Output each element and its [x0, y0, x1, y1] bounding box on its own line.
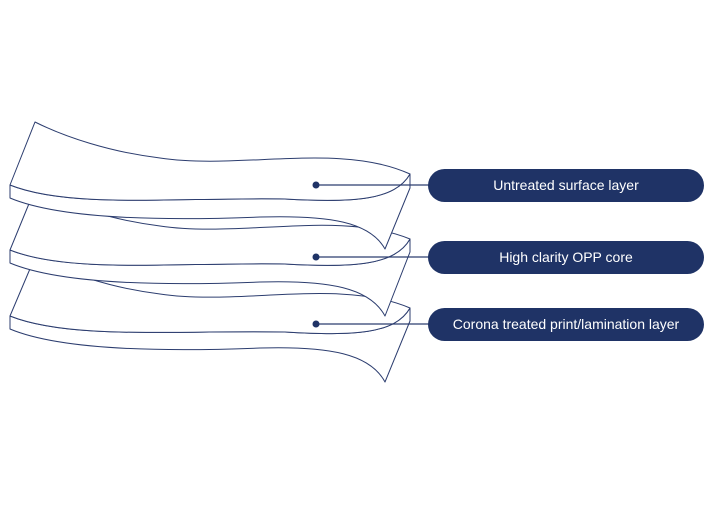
label-corona-treated-layer: Corona treated print/lamination layer: [428, 308, 704, 341]
layer-top: [9, 121, 411, 250]
label-untreated-surface-layer: Untreated surface layer: [428, 169, 704, 202]
layer-middle: [9, 188, 411, 317]
leader-dot-middle: [312, 253, 320, 261]
label-high-clarity-opp-core: High clarity OPP core: [428, 241, 704, 274]
leader-dot-top: [312, 181, 320, 189]
layer-bottom: [9, 256, 411, 383]
layer-top-face: [9, 121, 411, 201]
layer-middle-face: [9, 188, 411, 266]
leader-dot-bottom: [312, 320, 320, 328]
layer-bottom-face: [9, 256, 411, 335]
